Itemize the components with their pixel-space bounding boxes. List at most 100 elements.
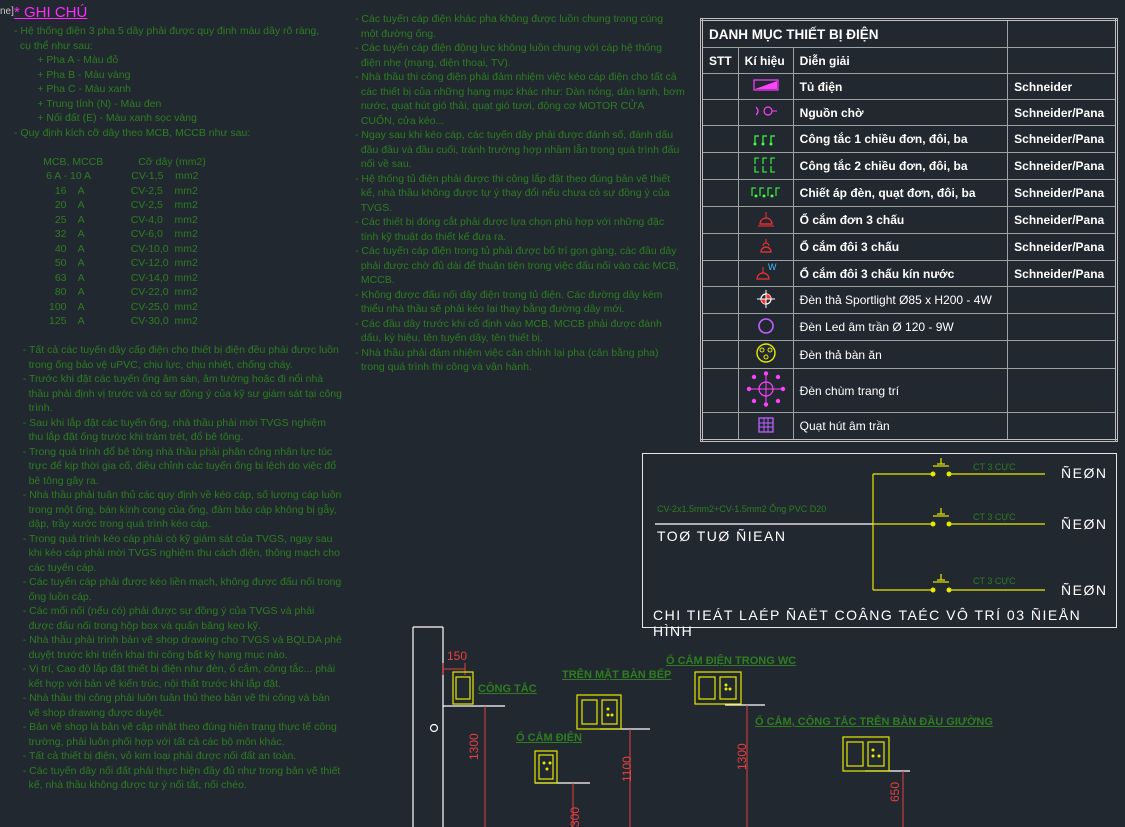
legend-symbol-cell [737, 179, 794, 207]
note-line: - Quy định kích cỡ dây theo MCB, MCCB nh… [14, 126, 251, 139]
note-line: nước, quạt hút gió thải, quạt gió tươi, … [355, 100, 645, 112]
legend-brand: Schneider/Pana [1007, 152, 1117, 180]
note-line: - Sau khi lắp đặt các tuyến ống, nhà thầ… [14, 416, 326, 429]
legend-row: Đèn Led âm trần Ø 120 - 9W [701, 313, 1117, 341]
detail-caption: CHI TIEÁT LAÉP ÑAËT COÂNG TAÉC VÔ TRÍ 03… [653, 607, 1082, 639]
note-line: cụ thể như sau: [14, 39, 93, 52]
note-line: - Tất cả các tuyến dây cấp điện cho thiế… [14, 344, 339, 356]
note-line: - Các đầu dây trước khi cố định vào MCB,… [355, 317, 662, 330]
legend-description: Chiết áp đèn, quạt đơn, đôi, ba [792, 179, 1009, 207]
note-line: 100 A CV-25,0 mm2 [14, 300, 198, 313]
dim-150: 150 [447, 649, 468, 663]
elev-label-kitchen: TRÊN MẶT BÀN BẾP [562, 669, 672, 681]
note-line: + Nối đất (E) - Màu xanh sọc vàng [14, 112, 197, 124]
note-line: 16 A CV-2,5 mm2 [14, 184, 198, 197]
dim-1300-a: 1300 [467, 733, 481, 760]
elev-label-bedside: Ổ CẮM, CÔNG TẮC TRÊN BÀN ĐẦU GIƯỜNG [755, 716, 993, 728]
note-line: + Pha A - Màu đỏ [14, 54, 119, 66]
legend-row: Đèn thả bàn ăn [701, 340, 1117, 369]
note-line: 125 A CV-30,0 mm2 [14, 315, 198, 327]
socket-single-icon [755, 210, 777, 231]
note-line: dấu, ký hiệu, tên tuyến dây, tên thiết b… [355, 332, 543, 344]
note-line: được đấu nối trong hộp box và quấn băng … [14, 619, 261, 632]
note-line: ống luồn cáp. [14, 590, 92, 603]
note-line: 32 A CV-6,0 mm2 [14, 228, 198, 240]
note-line: duyệt trước khi triển khai thi công bất … [14, 648, 288, 661]
header-symbol: Kí hiệu [737, 47, 794, 74]
notes-column-2: - Các tuyến cáp điện khác pha không được… [355, 12, 685, 375]
equipment-legend-table: DANH MỤC THIẾT BỊ ĐIỆN STT Kí hiệu Diễn … [700, 18, 1118, 442]
panel-icon [753, 78, 779, 95]
note-line: 80 A CV-22,0 mm2 [14, 286, 198, 298]
legend-brand: Schneider [1007, 73, 1117, 100]
note-line: kế, nhà thầu không được tự ý thay đổi nế… [355, 187, 670, 199]
legend-description: Đèn Led âm trần Ø 120 - 9W [792, 313, 1009, 341]
legend-brand: Schneider/Pana [1007, 233, 1117, 261]
note-line: MCB, MCCB Cỡ dây (mm2) [14, 155, 206, 168]
legend-stt-cell [701, 286, 739, 314]
legend-description: Đèn thả Sportlight Ø85 x H200 - 4W [792, 286, 1009, 314]
note-line: - Nhà thầu thi công điện phải đảm nhiệm … [355, 71, 677, 83]
elevation-drawing [412, 626, 910, 827]
note-line: trong quá trình thi công và vận hành. [355, 361, 532, 373]
legend-symbol-cell: W [737, 260, 794, 287]
note-line: trực để kịp thời gia cố, điều chỉnh các … [14, 460, 337, 472]
elev-label-switch: CÔNG TẮC [478, 683, 537, 695]
note-line: MCCB. [355, 274, 395, 286]
switch-note-3: CT 3 CỰC [973, 576, 1016, 586]
note-line: tính kỹ thuật do thiết kế đưa ra. [355, 230, 507, 243]
cable-note: CV-2x1.5mm2+CV-1.5mm2 Ống PVC D20 [657, 504, 827, 514]
note-line: trường, phải luôn phối hợp với tất cả cá… [14, 735, 285, 748]
legend-stt-cell [701, 73, 739, 100]
note-line: + Trung tính (N) - Màu đen [14, 97, 162, 110]
note-line: dập, trầy xước trong quá trình kéo cáp. [14, 518, 211, 530]
legend-brand: Schneider/Pana [1007, 125, 1117, 153]
dim-650: 650 [888, 781, 902, 802]
legend-title-row: DANH MỤC THIẾT BỊ ĐIỆN [700, 19, 1117, 48]
switch-note-2: CT 3 CỰC [973, 512, 1016, 522]
note-line: - Trong quá trình đổ bê tông nhà thầu ph… [14, 445, 333, 458]
legend-symbol-cell [737, 412, 794, 441]
note-line: 40 A CV-10,0 mm2 [14, 242, 198, 255]
panel-label: TOØ TUØ ÑIEAN [657, 528, 787, 544]
note-line: - Các mối nối (nếu có) phải được sự đồng… [14, 605, 315, 617]
legend-brand: Schneider/Pana [1007, 206, 1117, 234]
note-line: - Bản vẽ shop là bản vẽ cập nhật theo đú… [14, 721, 337, 733]
led-downlight-icon [756, 316, 776, 339]
note-line [14, 140, 342, 155]
ceiling-fan-icon [756, 415, 776, 438]
legend-description: Quạt hút âm trần [792, 412, 1009, 441]
legend-description: Nguồn chờ [792, 99, 1009, 126]
legend-description: Đèn thả bàn ăn [792, 340, 1009, 369]
note-line: - Hệ thống tủ điện phải được thi công lắ… [355, 172, 671, 185]
legend-description: Công tắc 1 chiều đơn, đôi, ba [792, 125, 1009, 153]
legend-stt-cell [701, 368, 739, 413]
legend-brand: Schneider/Pana [1007, 99, 1117, 126]
legend-symbol-cell [737, 368, 794, 413]
note-line: thu lắp đặt ống trước khi trám trét, đổ … [14, 431, 244, 443]
switch-2way-icon [752, 156, 780, 177]
legend-stt-cell [701, 179, 739, 207]
note-line: kế, nhà thầu không được tự ý nối tắt, nố… [14, 779, 247, 791]
legend-row: Đèn thả Sportlight Ø85 x H200 - 4W [701, 286, 1117, 314]
dim-300: 300 [568, 806, 582, 827]
switch-detail-frame: TOØ TUØ ÑIEAN ÑEØN ÑEØN ÑEØN CHI TIEÁT L… [642, 453, 1117, 639]
legend-symbol-cell [737, 286, 794, 314]
note-line: - Các tuyến cáp điện trong tủ phải được … [355, 245, 677, 257]
svg-text:W: W [768, 262, 777, 272]
note-line: phải được chờ đủ dài để thuận tiện trong… [355, 259, 679, 272]
note-line: - Tất cả thiết bị điện, vỏ kim loại phải… [14, 750, 297, 762]
legend-symbol-cell [737, 206, 794, 234]
legend-symbol-cell [737, 313, 794, 341]
note-line: trong ống bảo vệ uPVC, chịu lực, chịu nh… [14, 358, 293, 371]
note-line: 63 A CV-14,0 mm2 [14, 271, 198, 284]
elev-label-wc: Ổ CẮM ĐIỆN TRONG WC [666, 655, 797, 667]
legend-header-row: STT Kí hiệu Diễn giải [701, 47, 1117, 74]
legend-description: Ổ cắm đôi 3 chấu kín nước [792, 260, 1009, 287]
note-line: - Các thiết bị đóng cắt phải được lựa ch… [355, 216, 665, 228]
note-line: thiểu nhà thầu sẽ phải kéo lại thay bằng… [355, 303, 625, 315]
note-line: - Hệ thống điện 3 pha 5 dây phải được qu… [14, 25, 320, 37]
legend-stt-cell [701, 340, 739, 369]
